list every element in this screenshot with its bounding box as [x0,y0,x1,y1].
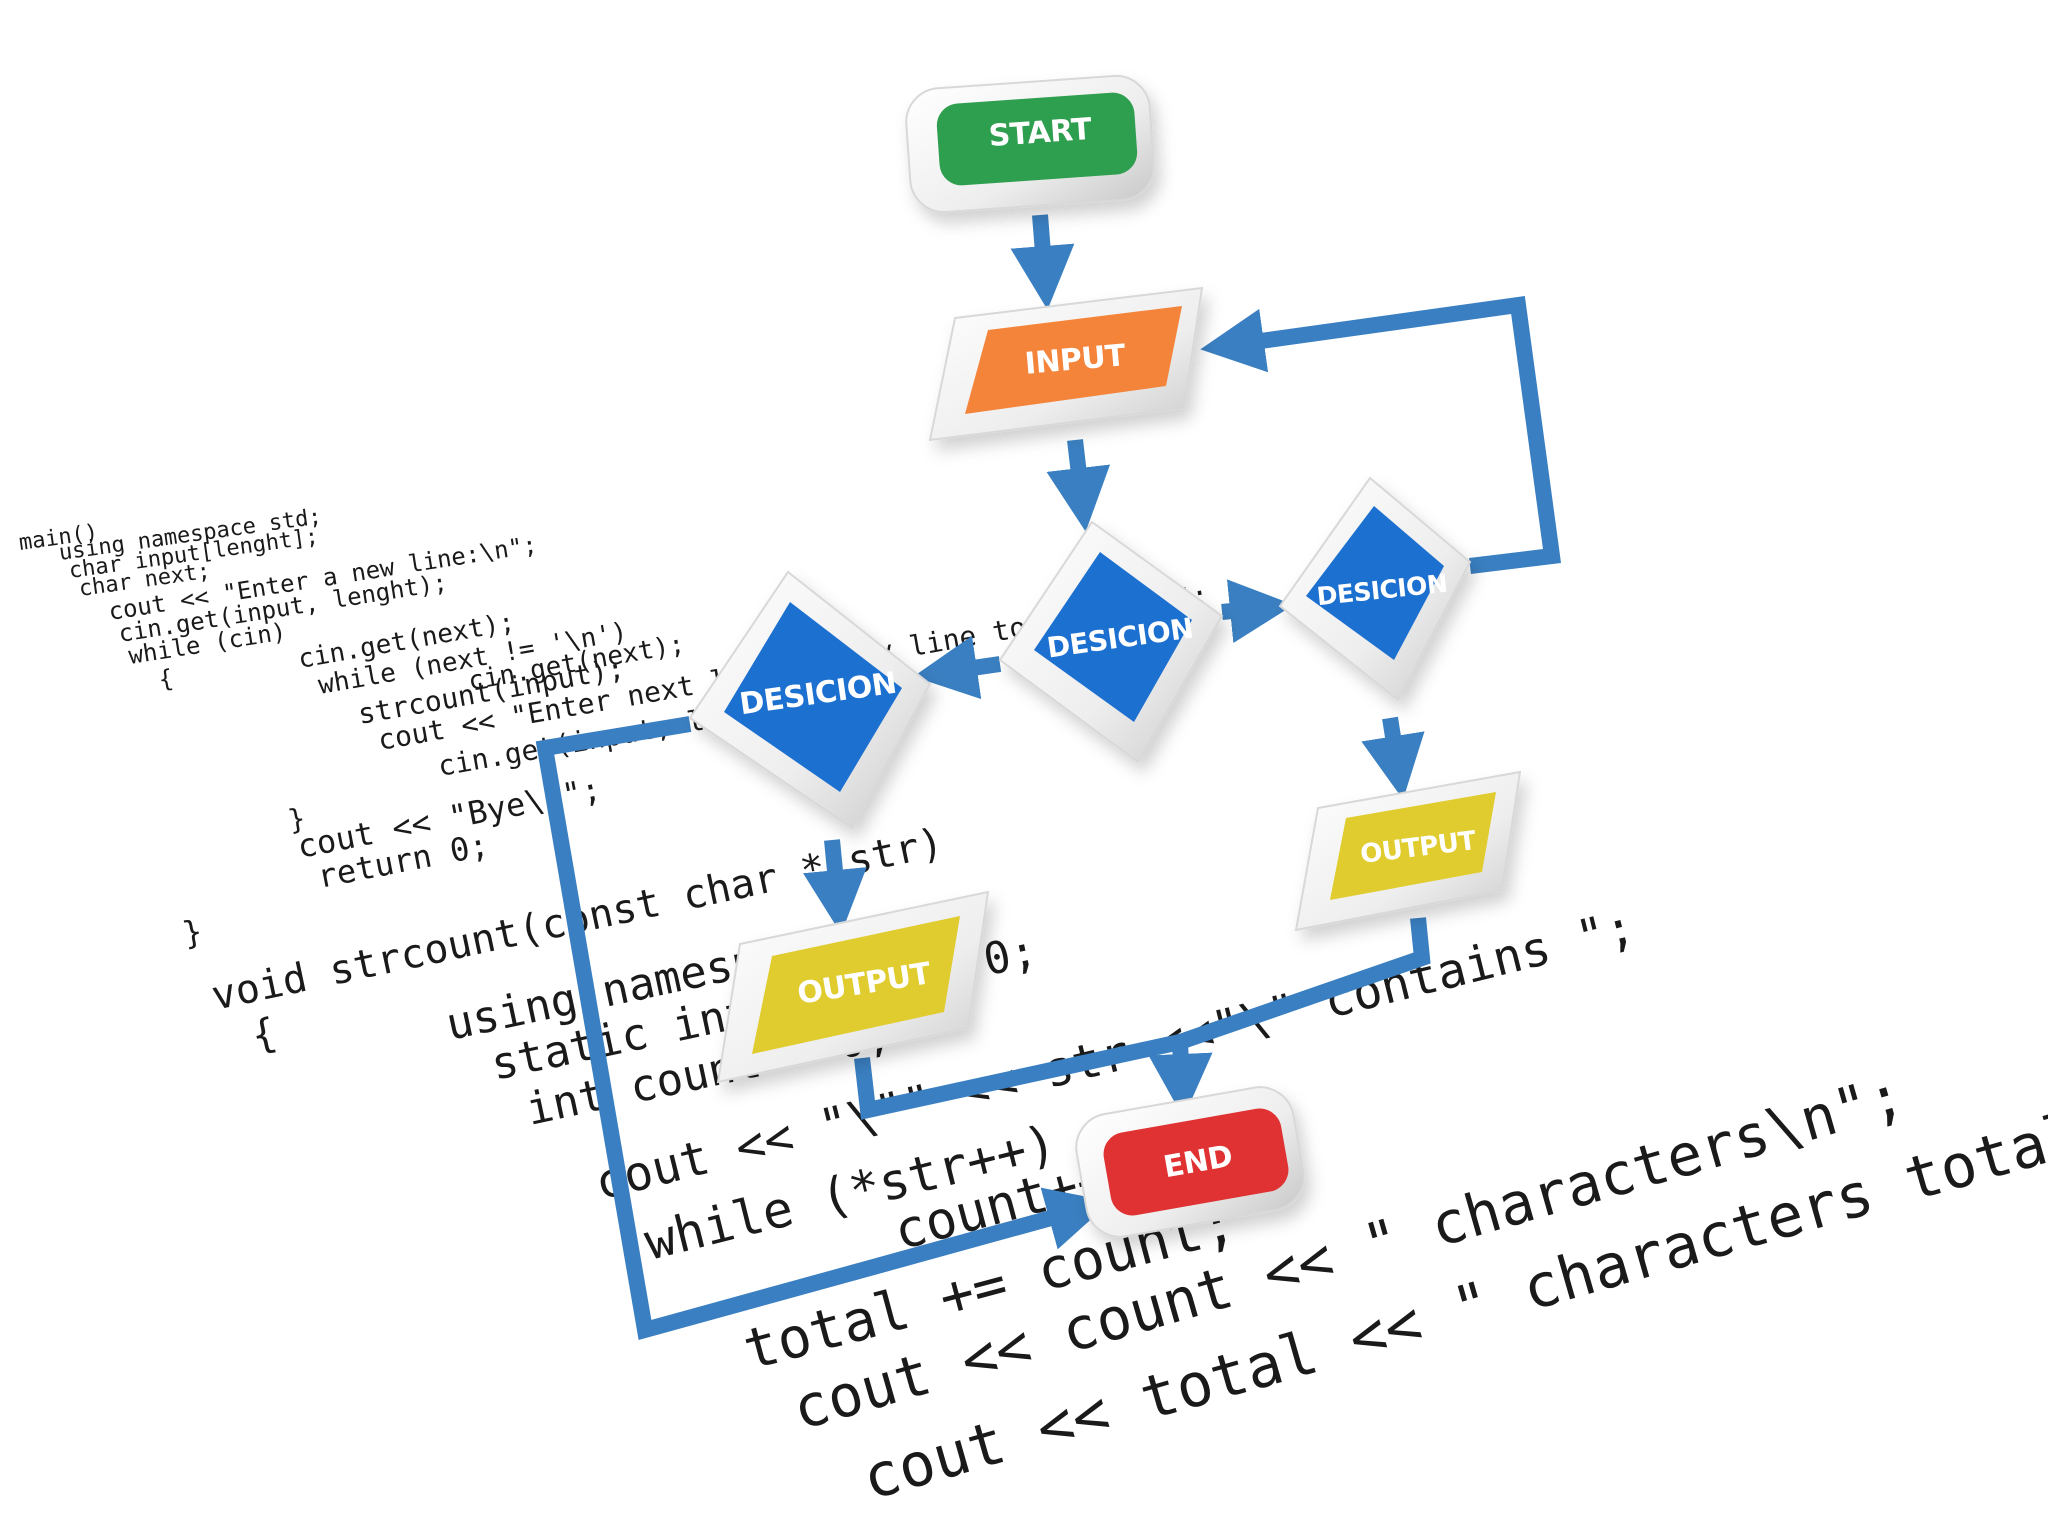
decision-left-node: DESICION [688,570,932,830]
code-line: } [285,801,307,836]
arrow-start-to-input [1010,214,1075,310]
start-node: START [905,74,1155,214]
arrow-decision-to-left-decision [913,635,1002,700]
loop-back-to-input [1200,295,1562,574]
decision-center-node: DESICION [998,520,1224,764]
code-line: { [157,664,176,694]
decision-center-face [1034,552,1192,722]
output-left-face [752,916,960,1054]
end-node: END [1075,1086,1305,1238]
arrow-decision-to-left-output [803,839,867,934]
arrow-input-to-decision [1046,439,1111,532]
start-node-face [936,92,1138,186]
arrow-decision-to-right-decision [1221,579,1294,644]
end-node-face [1103,1108,1289,1216]
line-right-output-to-end [1177,917,1431,1050]
connectors [535,214,1562,1341]
start-label: START [988,112,1094,154]
decision-left-face [724,602,902,792]
line-left-output-to-end [854,1032,1213,1120]
decision-right-face [1306,506,1444,660]
decision-right-node: DESICION [1278,476,1472,702]
output-right-face [1330,792,1496,900]
bypass-left-to-end [535,716,1111,1341]
arrow-decision-to-right-output [1361,716,1425,800]
output-left-node: OUTPUT [716,890,990,1084]
input-node-face [965,306,1182,414]
output-right-node: OUTPUT [1294,770,1522,932]
input-node: INPUT [928,286,1204,442]
